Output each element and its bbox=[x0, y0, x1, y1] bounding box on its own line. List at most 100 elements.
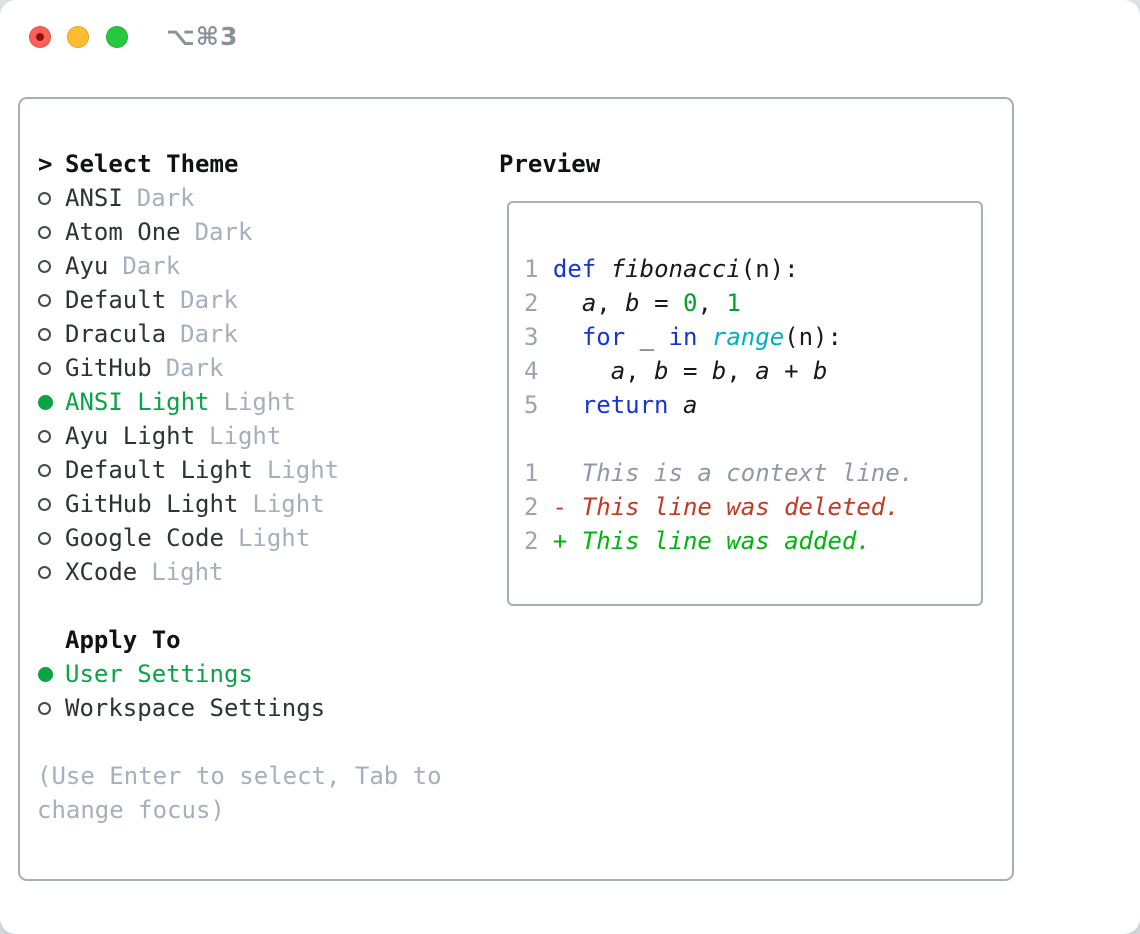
theme-name: Default bbox=[65, 286, 167, 314]
line-number: 2 bbox=[524, 289, 539, 317]
diff-line: 1 This is a context line. bbox=[524, 456, 967, 490]
hint-text: (Use Enter to select, Tab to change focu… bbox=[37, 759, 442, 827]
token-p bbox=[538, 323, 581, 351]
theme-variant-tag: Dark bbox=[180, 286, 238, 314]
token-num: 0 bbox=[682, 289, 698, 317]
theme-name: Google Code bbox=[65, 524, 224, 552]
radio-icon bbox=[38, 497, 51, 511]
token-p: , bbox=[697, 289, 727, 317]
diff-block: 1 This is a context line. 2 - This line w… bbox=[524, 456, 967, 558]
theme-variant-tag: Light bbox=[151, 558, 224, 586]
token-p: (n): bbox=[784, 323, 842, 351]
token-p bbox=[669, 391, 683, 419]
close-button[interactable] bbox=[29, 26, 51, 48]
code-line: 5 return a bbox=[524, 388, 967, 422]
code-line: 1 def fibonacci(n): bbox=[524, 252, 967, 286]
theme-variant-tag: Light bbox=[223, 388, 296, 416]
token-p bbox=[538, 493, 552, 521]
apply-option-workspace-settings[interactable]: Workspace Settings bbox=[37, 691, 442, 725]
line-number: 5 bbox=[524, 391, 539, 419]
preview-title: Preview bbox=[499, 150, 601, 178]
unsaved-indicator-icon bbox=[36, 33, 44, 41]
token-p: = bbox=[668, 357, 712, 385]
token-var: b bbox=[813, 357, 828, 385]
hint-line-2: change focus) bbox=[37, 796, 225, 824]
token-p bbox=[538, 357, 610, 385]
radio-icon bbox=[38, 327, 51, 341]
theme-name: Atom One bbox=[65, 218, 181, 246]
token-p bbox=[538, 289, 581, 317]
theme-variant-tag: Light bbox=[209, 422, 282, 450]
token-var: a bbox=[581, 289, 597, 317]
radio-icon bbox=[38, 225, 51, 239]
token-var: a bbox=[682, 391, 698, 419]
hint-line-1: (Use Enter to select, Tab to bbox=[37, 762, 442, 790]
token-p bbox=[538, 255, 552, 283]
theme-option-google-code[interactable]: Google Code Light bbox=[37, 521, 442, 555]
token-var: a bbox=[610, 357, 626, 385]
theme-name: Dracula bbox=[65, 320, 167, 348]
theme-variant-tag: Dark bbox=[180, 320, 238, 348]
theme-option-dracula[interactable]: Dracula Dark bbox=[37, 317, 442, 351]
theme-select-header: > Select Theme bbox=[37, 147, 442, 181]
radio-icon bbox=[38, 191, 51, 205]
token-p bbox=[538, 391, 581, 419]
theme-variant-tag: Light bbox=[237, 524, 311, 552]
apply-to-title: Apply To bbox=[65, 626, 181, 654]
token-p: _ bbox=[625, 323, 669, 351]
window-title: ⌥⌘3 bbox=[166, 22, 239, 51]
titlebar: ⌥⌘3 bbox=[0, 0, 1140, 74]
code-line: 2 a, b = 0, 1 bbox=[524, 286, 967, 320]
token-fn: range bbox=[711, 323, 785, 351]
token-p: , bbox=[726, 357, 756, 385]
theme-select-title: Select Theme bbox=[65, 150, 239, 178]
apply-option-label: User Settings bbox=[65, 660, 253, 688]
apply-option-user-settings[interactable]: User Settings bbox=[37, 657, 442, 691]
token-p: , bbox=[625, 357, 655, 385]
theme-variant-tag: Dark bbox=[165, 354, 224, 382]
theme-option-github-light[interactable]: GitHub Light Light bbox=[37, 487, 442, 521]
theme-variant-tag: Light bbox=[252, 490, 325, 518]
zoom-button[interactable] bbox=[106, 26, 128, 48]
theme-variant-tag: Dark bbox=[136, 184, 195, 212]
theme-option-ansi-light[interactable]: ANSI Light Light bbox=[37, 385, 442, 419]
token-kw: def bbox=[552, 255, 597, 283]
token-num: 1 bbox=[726, 289, 741, 317]
theme-variant-tag: Dark bbox=[122, 252, 181, 280]
token-p: , bbox=[596, 289, 626, 317]
theme-name: GitHub Light bbox=[65, 490, 239, 518]
radio-icon bbox=[38, 429, 51, 443]
theme-name: ANSI Light bbox=[65, 388, 210, 416]
radio-icon bbox=[38, 701, 51, 715]
apply-option-label: Workspace Settings bbox=[65, 694, 326, 722]
radio-icon bbox=[38, 293, 51, 307]
line-number: 4 bbox=[524, 357, 539, 385]
token-var: b bbox=[711, 357, 727, 385]
theme-name: Default Light bbox=[65, 456, 253, 484]
radio-selected-icon bbox=[38, 394, 53, 410]
minimize-button[interactable] bbox=[67, 26, 89, 48]
line-number: 2 bbox=[524, 493, 539, 521]
radio-icon bbox=[38, 531, 51, 545]
apply-to-header: Apply To bbox=[37, 623, 442, 657]
theme-option-default[interactable]: Default Dark bbox=[37, 283, 442, 317]
selection-cursor: > bbox=[38, 150, 53, 178]
token-p bbox=[596, 255, 610, 283]
token-del: - This line was deleted. bbox=[552, 493, 900, 521]
diff-line: 2 + This line was added. bbox=[524, 524, 967, 558]
radio-icon bbox=[38, 463, 51, 477]
token-add: + This line was added. bbox=[552, 527, 871, 555]
